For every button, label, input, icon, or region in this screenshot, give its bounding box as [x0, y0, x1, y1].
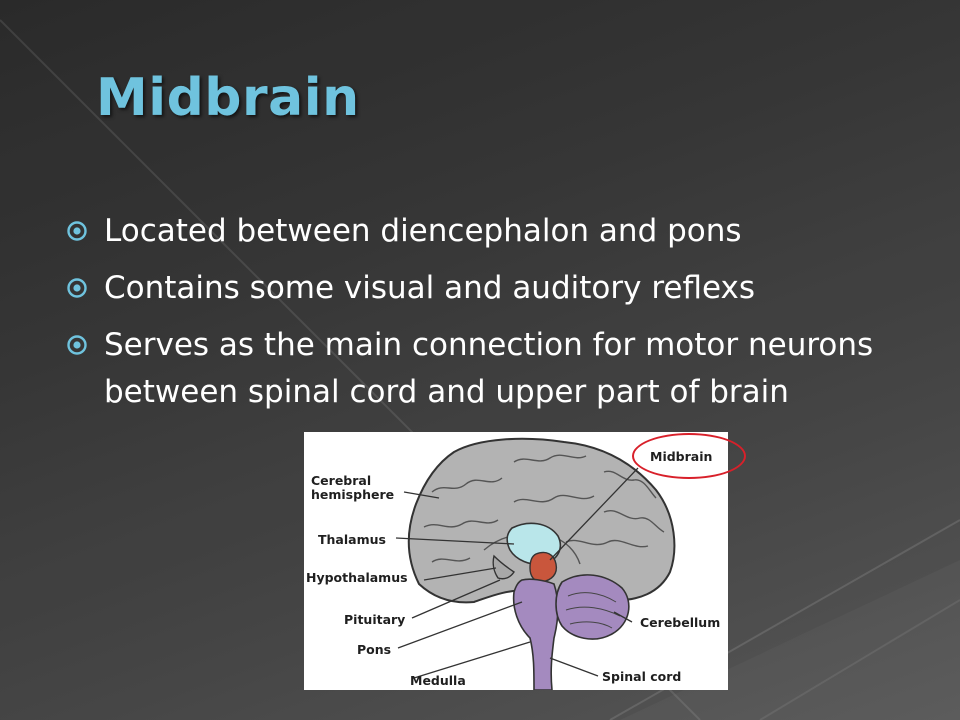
- cerebellum-shape: [555, 574, 630, 640]
- slide-title: Midbrain: [96, 68, 360, 128]
- bullet-item: Located between diencephalon and pons: [66, 208, 926, 255]
- circled-dot-icon: [67, 335, 87, 355]
- circled-dot-icon: [67, 221, 87, 241]
- bullet-text: Located between diencephalon and pons: [104, 213, 742, 249]
- bullet-item: Serves as the main connection for motor …: [66, 322, 926, 416]
- brain-diagram: [304, 432, 728, 690]
- label-cerebellum: Cerebellum: [640, 615, 721, 630]
- bullet-text: Serves as the main connection for motor …: [104, 327, 874, 410]
- label-thalamus: Thalamus: [318, 532, 386, 547]
- circled-dot-icon: [67, 278, 87, 298]
- label-cerebral-hemisphere-text: Cerebral hemisphere: [311, 473, 395, 502]
- bullet-item: Contains some visual and auditory reflex…: [66, 265, 926, 312]
- leader-lines: [395, 467, 639, 679]
- label-medulla: Medulla: [410, 673, 466, 688]
- label-hypothalamus: Hypothalamus: [306, 570, 408, 585]
- label-pons: Pons: [357, 642, 392, 657]
- brain-illustration: [395, 437, 676, 690]
- brainstem-shape: [512, 578, 559, 690]
- label-cerebral-hemisphere: Cerebral hemisphere: [311, 474, 394, 502]
- midbrain-highlight-ring: [632, 433, 746, 479]
- label-pituitary: Pituitary: [344, 612, 406, 627]
- bullet-text: Contains some visual and auditory reflex…: [104, 270, 755, 306]
- bullet-list: Located between diencephalon and pons Co…: [66, 208, 926, 426]
- label-spinal-cord: Spinal cord: [602, 669, 682, 684]
